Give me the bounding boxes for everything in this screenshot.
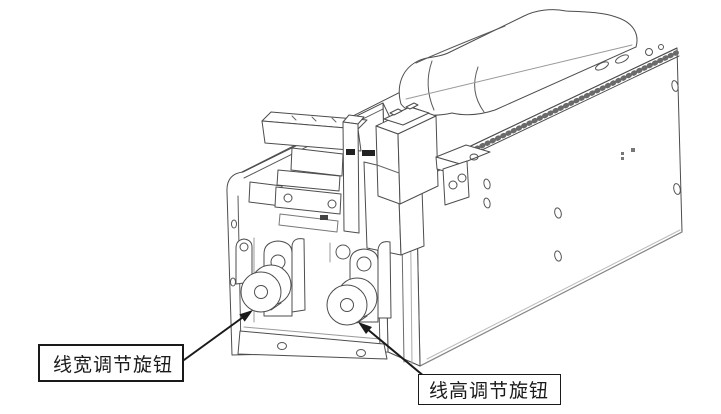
shadow-marks	[320, 149, 375, 220]
panel-holes	[483, 80, 681, 262]
interior-cavity	[237, 237, 388, 360]
left-knob	[240, 264, 292, 313]
callout-line-height-knob: 线高调节旋钮	[418, 374, 561, 405]
right-knob-assembly	[326, 241, 392, 326]
clamp-mechanism	[248, 102, 491, 234]
right-leader-arrow	[358, 322, 426, 378]
feed-block	[375, 102, 439, 205]
left-leader-arrow	[183, 310, 253, 361]
leader-arrows	[183, 310, 426, 378]
callout-line-width-label: 线宽调节旋钮	[53, 354, 174, 376]
l-bracket	[435, 144, 491, 206]
hood-cover	[398, 9, 638, 116]
right-knob	[326, 277, 378, 326]
left-knob-assembly	[235, 238, 306, 317]
clamp-bar	[261, 111, 368, 152]
callout-line-width-knob: 线宽调节旋钮	[38, 344, 184, 382]
panel-marks	[621, 148, 635, 160]
callout-line-height-label: 线高调节旋钮	[429, 381, 550, 402]
